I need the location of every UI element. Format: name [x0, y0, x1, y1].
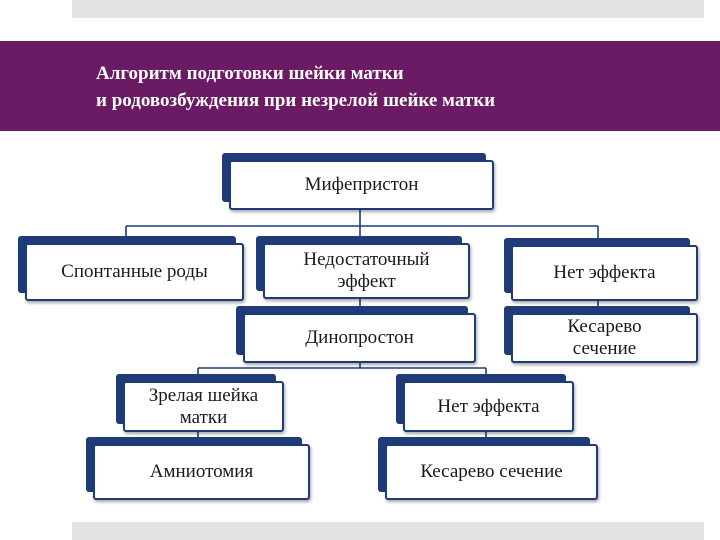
node-label-line: эффект — [337, 271, 396, 292]
node-label-line: матки — [179, 406, 228, 428]
node-label-line: Спонтанные роды — [61, 261, 208, 282]
node-label-line: Недостаточный — [303, 249, 430, 270]
page-title-line-2: и родовозбуждения при незрелой шейке мат… — [96, 90, 496, 111]
bottom-decor-strip — [72, 522, 704, 540]
node-label-line: Зрелая шейка — [148, 384, 259, 406]
node-mifepristone: Мифепристон — [222, 153, 494, 210]
title-banner — [0, 41, 720, 131]
node-label-line: Мифепристон — [304, 174, 419, 195]
node-label-line: Кесарево — [567, 316, 642, 337]
node-label-line: Нет эффекта — [437, 395, 540, 417]
node-label-line: Кесарево сечение — [420, 461, 563, 482]
node-dinoprostone: Динопростон — [236, 306, 476, 363]
node-cesarean-2: Кесарево сечение — [378, 437, 598, 500]
node-label-line: Амниотомия — [149, 461, 254, 482]
top-decor-strip — [72, 0, 704, 18]
page-title: Алгоритм подготовки шейки матки и родово… — [96, 60, 696, 114]
node-no-effect-1: Нет эффекта — [504, 238, 698, 301]
node-label-line: Динопростон — [305, 327, 414, 348]
node-no-effect-2: Нет эффекта — [396, 374, 574, 432]
node-spontaneous-labor: Спонтанные роды — [18, 236, 244, 301]
node-amniotomy: Амниотомия — [86, 437, 310, 500]
node-label-line: сечение — [572, 338, 637, 359]
page-title-line-1: Алгоритм подготовки шейки матки — [96, 63, 404, 84]
node-label-line: Нет эффекта — [553, 262, 656, 283]
